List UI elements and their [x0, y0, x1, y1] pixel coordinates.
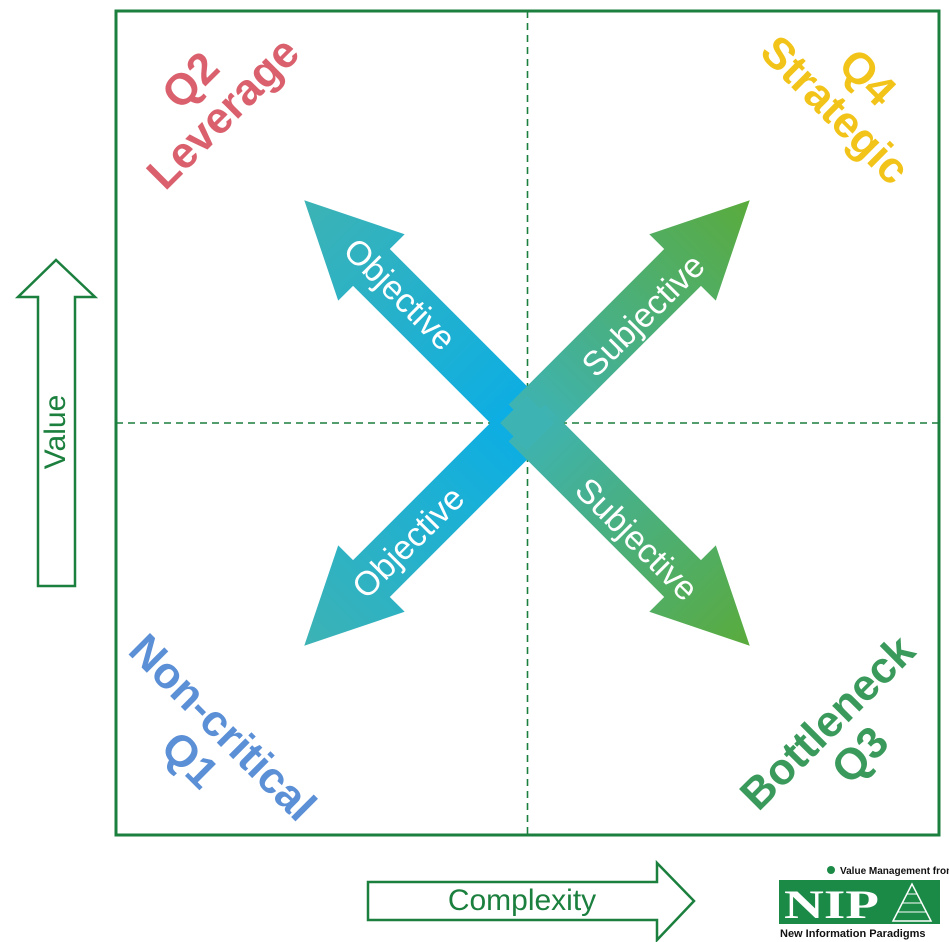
complexity-axis-arrow [366, 859, 696, 942]
arrow-lower-left [304, 404, 546, 646]
arrow-upper-right [508, 200, 750, 442]
value-axis-arrow [14, 258, 99, 588]
logo-dot [827, 866, 835, 874]
complexity-axis-label: Complexity [448, 884, 596, 917]
logo-mark: NIP [784, 882, 879, 927]
arrow-upper-left [304, 200, 546, 442]
logo-company: New Information Paradigms [780, 928, 925, 940]
arrow-lower-right [508, 404, 750, 646]
logo-tagline: Value Management from [840, 866, 949, 877]
value-axis-label: Value [39, 395, 72, 470]
nip-logo: Value Management from NIP New Informatio… [779, 866, 949, 940]
